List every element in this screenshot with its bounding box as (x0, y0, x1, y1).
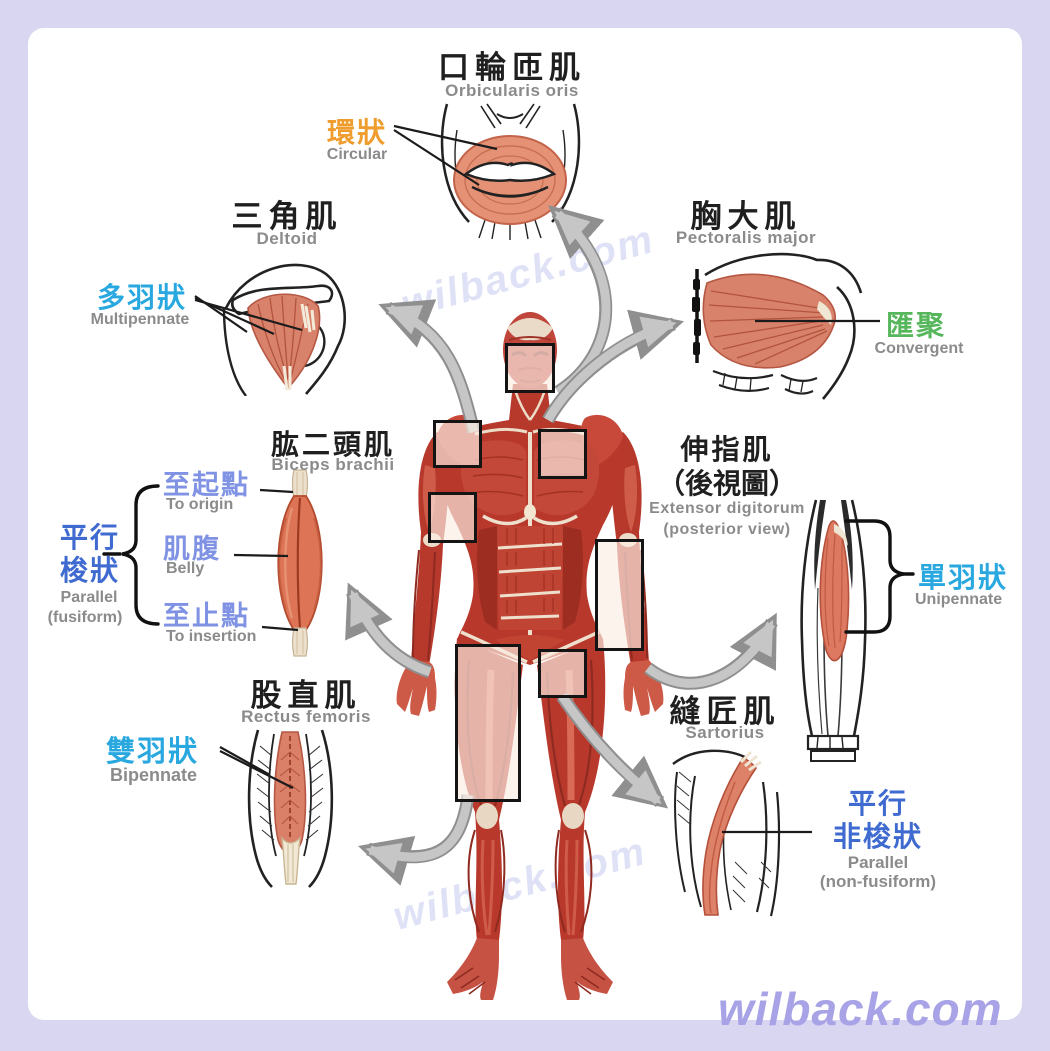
highlight-box-face (505, 343, 555, 393)
sartorius-illustration (672, 749, 781, 917)
pectoralis-illustration (692, 252, 863, 400)
rectus-title-en: Rectus femoris (241, 707, 371, 726)
orbicularis-title-zh: 口輪匝肌 (438, 50, 586, 85)
highlight-box-forearm (595, 539, 644, 651)
arrow-to-rectus (358, 794, 475, 886)
extensor-title-en-2: (posterior view) (663, 521, 791, 538)
circular-label-en: Circular (326, 146, 388, 163)
sartorius-title-zh: 縫匠肌 (669, 694, 781, 729)
highlight-box-inner-thigh (538, 649, 587, 698)
biceps-title-zh: 肱二頭肌 (270, 429, 396, 460)
highlight-box-biceps (428, 492, 477, 543)
rectus-femoris-illustration (247, 729, 334, 888)
extensor-title-en-1: Extensor digitorum (649, 500, 805, 517)
orbicularis-illustration (440, 103, 581, 240)
parallel-nonfusiform-label-en-2: (non-fusiform) (819, 872, 937, 891)
deltoid-illustration (222, 263, 347, 396)
extensor-title-zh-1: 伸指肌 (680, 434, 774, 465)
multipennate-label-zh: 多羽狀 (96, 282, 188, 313)
arrow-to-deltoid (378, 299, 481, 434)
parallel-fusiform-label-en-2: (fusiform) (47, 609, 123, 626)
sartorius-title-en: Sartorius (685, 723, 765, 742)
pectoralis-title-zh: 胸大肌 (690, 199, 802, 234)
convergent-label-en: Convergent (874, 340, 964, 357)
highlight-box-chest (538, 429, 587, 479)
bipennate-label-zh: 雙羽狀 (106, 736, 200, 768)
to-insertion-label-zh: 至止點 (163, 601, 250, 631)
bipennate-label-en: Bipennate (110, 765, 198, 785)
to-origin-label-zh: 至起點 (163, 470, 250, 500)
parallel-nonfusiform-label-en-1: Parallel (847, 853, 909, 872)
parallel-fusiform-label-zh-1: 平行 (59, 522, 121, 553)
pectoralis-title-en: Pectoralis major (675, 228, 817, 247)
label-connector-lines (194, 124, 880, 834)
unipennate-label-en: Unipennate (915, 591, 1003, 608)
unipennate-label-zh: 單羽狀 (918, 562, 1009, 593)
orbicularis-title-en: Orbicularis oris (445, 81, 579, 100)
extensor-title-zh-2: （後視圖） (656, 468, 798, 499)
unipennate-brace (844, 519, 905, 634)
rectus-title-zh: 股直肌 (250, 678, 362, 713)
belly-label-zh: 肌腹 (163, 534, 221, 564)
to-insertion-label-en: To insertion (166, 628, 257, 645)
multipennate-label-en: Multipennate (90, 311, 190, 328)
parallel-nonfusiform-label-zh-2: 非梭狀 (832, 821, 924, 852)
watermark-corner: wilback.com (718, 983, 1003, 1035)
extensor-illustration (800, 499, 867, 762)
circular-label-zh: 環狀 (326, 117, 388, 148)
parallel-fusiform-label-zh-2: 梭狀 (59, 555, 121, 586)
to-origin-label-en: To origin (166, 496, 234, 513)
arrow-to-extensor (644, 612, 778, 690)
fusiform-group-brace (121, 484, 160, 626)
convergent-label-zh: 匯聚 (885, 310, 947, 341)
biceps-title-en: Biceps brachii (271, 455, 395, 474)
arrow-to-fusiform (345, 582, 433, 679)
arrow-to-pectoralis (542, 309, 685, 424)
belly-label-en: Belly (166, 560, 205, 577)
deltoid-title-zh: 三角肌 (231, 199, 343, 234)
parallel-fusiform-label-en-1: Parallel (60, 589, 118, 606)
highlight-box-thigh (455, 644, 521, 802)
fusiform-muscle-illustration (277, 469, 323, 657)
arrow-to-sartorius (556, 692, 669, 809)
parallel-nonfusiform-label-zh-1: 平行 (847, 788, 909, 819)
deltoid-title-en: Deltoid (256, 229, 318, 248)
highlight-box-shoulder (433, 420, 482, 468)
